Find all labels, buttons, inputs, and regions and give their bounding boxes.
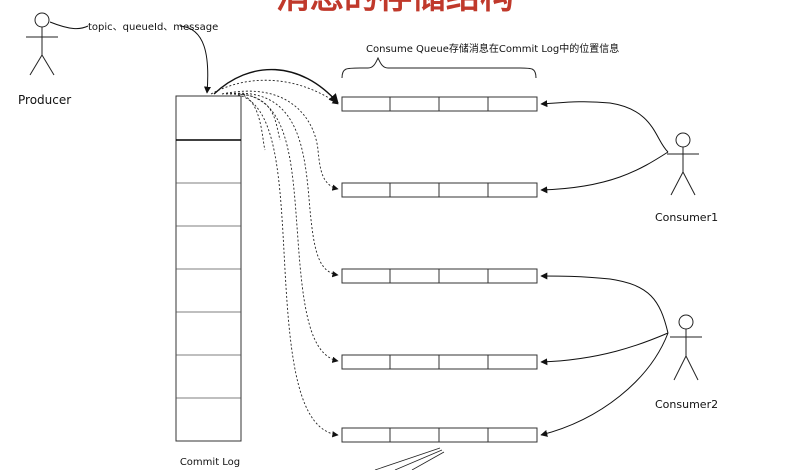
cutoff-lines-bottom <box>374 447 445 470</box>
consumer2-label: Consumer2 <box>655 398 718 411</box>
consumer1-arrows <box>540 100 669 194</box>
commitlog-to-queue1-arrow <box>213 68 339 104</box>
producer-label: Producer <box>18 93 71 107</box>
consume-queue-3 <box>341 268 538 284</box>
producer-figure <box>26 12 58 76</box>
consume-queue-brace <box>341 56 537 79</box>
consume-queue-caption: Consume Queue存储消息在Commit Log中的位置信息 <box>366 42 619 55</box>
consumer2-figure <box>670 314 702 381</box>
message-fields-label: topic、queueId、message <box>88 22 218 33</box>
diagram-title: 消息的存储结构 <box>276 0 514 17</box>
consumer1-label: Consumer1 <box>655 211 718 224</box>
consume-queue-2 <box>341 182 538 198</box>
dispatch-dotted-arrows <box>210 79 339 438</box>
consume-queue-5 <box>341 427 538 443</box>
producer-to-commitlog-arrow <box>49 21 208 93</box>
consume-queue-1 <box>341 96 538 112</box>
consume-queue-4 <box>341 354 538 370</box>
consumer1-figure <box>667 132 699 196</box>
consumer2-arrows <box>540 272 669 437</box>
commit-log <box>175 95 242 442</box>
commit-log-label: Commit Log <box>180 457 240 468</box>
